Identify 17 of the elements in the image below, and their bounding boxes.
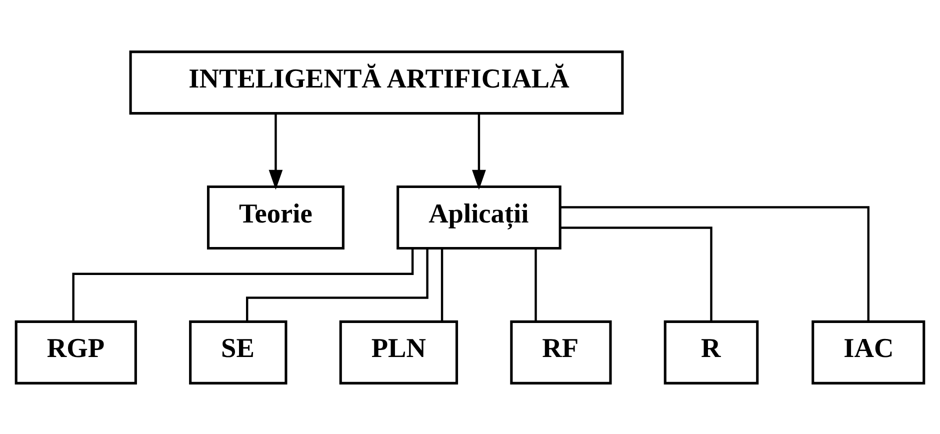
- connector: [72, 248, 414, 321]
- arrow: [472, 113, 486, 190]
- node-box: RGP: [14, 320, 137, 384]
- node-box: Teorie: [206, 184, 344, 250]
- arrow: [268, 113, 283, 190]
- connector: [560, 226, 712, 322]
- node-box: IAC: [812, 320, 926, 384]
- connector: [440, 248, 444, 321]
- node-box: INTELIGENTĂ ARTIFICIALĂ: [129, 50, 624, 114]
- node-box: Aplicații: [396, 184, 562, 250]
- connector: [246, 248, 428, 321]
- node-box: R: [664, 320, 759, 384]
- node-box: SE: [189, 320, 288, 384]
- node-box: PLN: [339, 320, 458, 384]
- connector: [534, 248, 537, 321]
- node-box: RF: [510, 320, 612, 384]
- connector: [560, 206, 870, 322]
